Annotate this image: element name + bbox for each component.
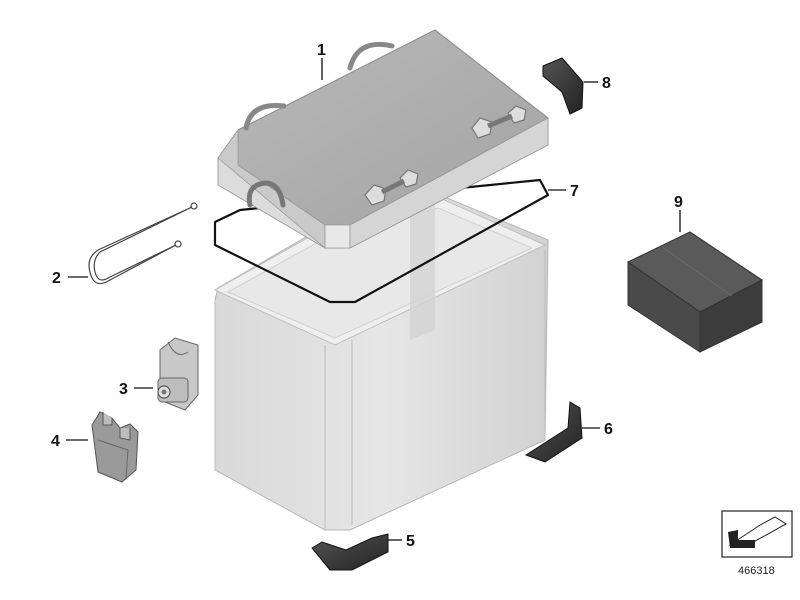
- callout-1: 1: [317, 42, 326, 59]
- callout-3: 3: [119, 381, 128, 398]
- callout-7: 7: [570, 183, 579, 200]
- callout-2: 2: [52, 270, 61, 287]
- callout-6: 6: [604, 421, 613, 438]
- corner-protector-top[interactable]: [542, 57, 584, 115]
- callout-5: 5: [406, 533, 415, 550]
- corner-protector-rear[interactable]: [524, 401, 583, 463]
- callout-9: 9: [674, 194, 683, 211]
- inner-bag-box[interactable]: [627, 231, 763, 353]
- retaining-cable[interactable]: [88, 202, 198, 285]
- document-number: 466318: [738, 565, 775, 577]
- callout-8: 8: [602, 75, 611, 92]
- callout-numbers: 1 2 3 4 5 6 7 8 9: [51, 42, 683, 550]
- callout-4: 4: [51, 433, 60, 450]
- hinge-bracket[interactable]: [91, 411, 139, 483]
- leader-lines: [66, 58, 681, 541]
- direction-arrow-icon: [721, 510, 793, 558]
- lid[interactable]: [217, 29, 549, 249]
- lock-holder[interactable]: [157, 337, 199, 411]
- corner-protector-bottom[interactable]: [311, 533, 389, 571]
- case-body[interactable]: [213, 194, 549, 531]
